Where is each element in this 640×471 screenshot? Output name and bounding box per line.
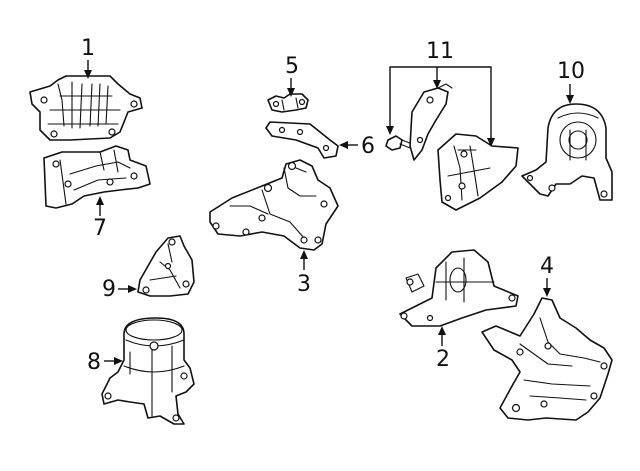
callout-3-label: 3	[297, 272, 311, 297]
callout-5-leader: 5	[285, 54, 299, 97]
part-11-mount-body	[437, 133, 519, 211]
callout-10-label: 10	[557, 59, 585, 84]
callout-3-leader: 3	[297, 250, 311, 297]
part-10-rear-mount	[521, 103, 613, 201]
part-1-engine-mount	[29, 75, 143, 141]
callout-11-leader: 11	[386, 39, 495, 147]
part-11-bolt	[385, 135, 413, 151]
part-3-engine-bracket	[209, 159, 339, 251]
callout-1-leader: 1	[81, 36, 95, 79]
callout-7-leader: 7	[93, 196, 107, 241]
part-8-cylinder-mount	[101, 317, 195, 425]
part-5-small-bracket	[267, 93, 309, 113]
callout-11-label: 11	[426, 39, 454, 64]
part-9-mount-bracket	[137, 235, 195, 297]
callout-9-label: 9	[102, 277, 116, 302]
callout-6-label: 6	[361, 134, 375, 159]
part-6-mount-plate	[265, 121, 339, 159]
callout-6-leader: 6	[339, 134, 375, 159]
callout-2-leader: 2	[436, 326, 450, 372]
callout-4-label: 4	[540, 254, 554, 279]
part-7-mount-bracket	[43, 145, 151, 209]
callout-2-label: 2	[436, 347, 450, 372]
callout-7-label: 7	[93, 216, 107, 241]
part-11-bracket	[409, 83, 453, 161]
part-4-lower-mount-bracket	[481, 297, 613, 421]
callout-8-label: 8	[87, 350, 101, 375]
part-2-transmission-mount	[399, 249, 519, 327]
callout-10-leader: 10	[557, 59, 585, 104]
callout-8-leader: 8	[87, 350, 123, 375]
callout-9-leader: 9	[102, 277, 137, 302]
callout-4-leader: 4	[540, 254, 554, 297]
callout-5-label: 5	[285, 54, 299, 79]
callout-1-label: 1	[81, 36, 95, 61]
